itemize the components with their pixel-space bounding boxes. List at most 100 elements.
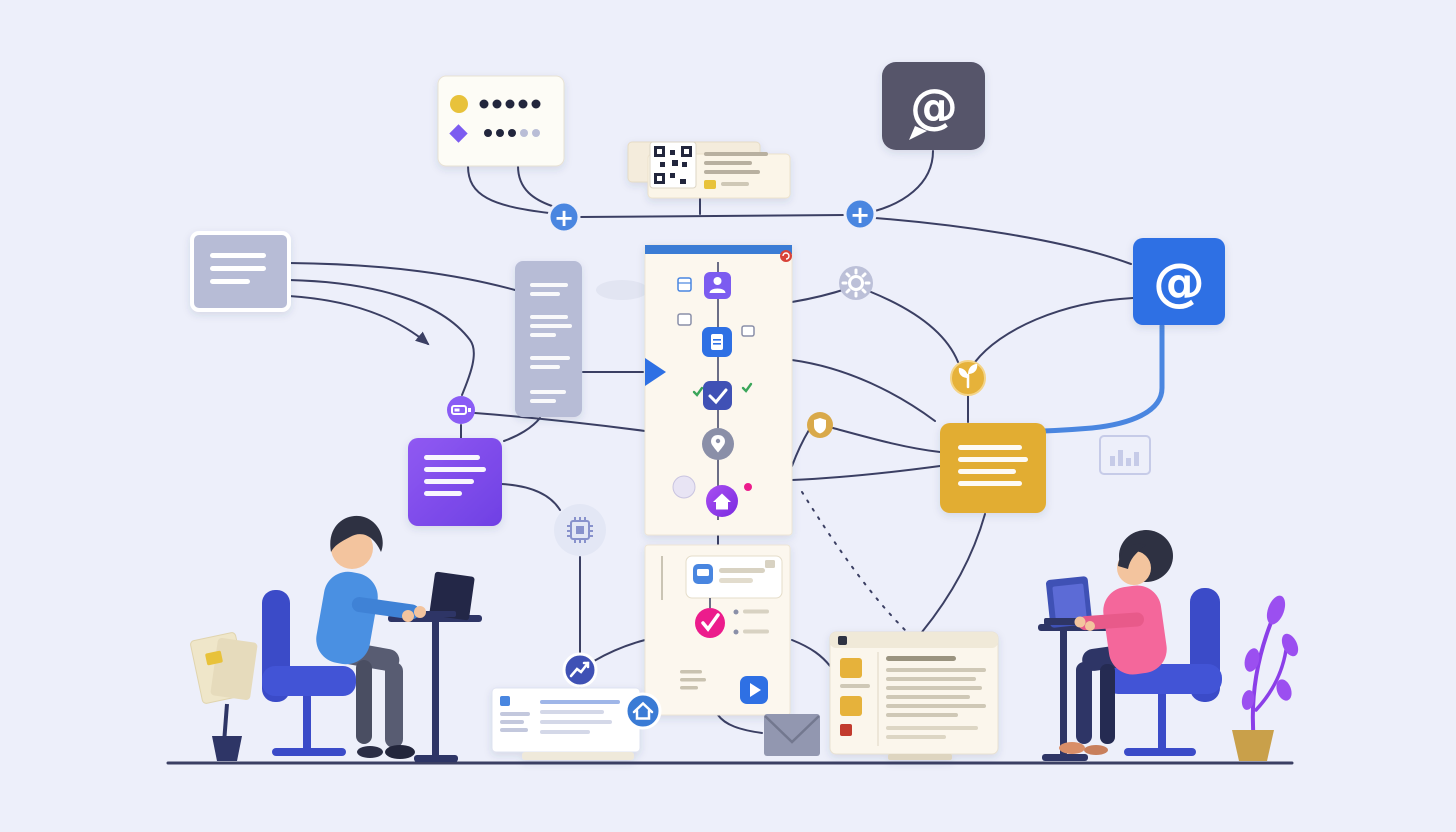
- qr-card-text-lines: [704, 152, 768, 174]
- trend-line-icon: [569, 661, 590, 678]
- dashboard-screen-right: [829, 631, 999, 760]
- plus-icon: +: [850, 201, 870, 229]
- email-at-badge: @: [1133, 238, 1225, 325]
- leg: [385, 662, 403, 748]
- document-icon: [711, 334, 723, 350]
- flow-panel-bottom: [644, 544, 791, 716]
- mini-card-icon: [677, 313, 692, 326]
- play-icon: [750, 683, 761, 697]
- gear-badge: [839, 266, 873, 300]
- leaves: [1241, 595, 1299, 710]
- shoe: [385, 745, 415, 759]
- sprout-icon: [958, 364, 978, 389]
- shield-icon: [814, 418, 826, 434]
- office-chair: [262, 590, 356, 756]
- torso: [316, 571, 378, 665]
- titlebar: [830, 632, 998, 648]
- browser-logo: [500, 696, 510, 706]
- pink-dot: [744, 483, 752, 491]
- location-pin-icon: [711, 435, 725, 453]
- play-node: [740, 676, 768, 704]
- text-lines: [680, 670, 706, 690]
- shoe: [1084, 745, 1108, 755]
- user-icon: [709, 277, 726, 293]
- screen-base: [888, 754, 952, 760]
- bar-chart-icon: [1110, 450, 1139, 466]
- pot: [212, 736, 242, 761]
- password-dots-row-2: [484, 129, 540, 137]
- shoe: [357, 746, 383, 758]
- laptop-right: [1044, 576, 1102, 628]
- shield-badge: [807, 412, 833, 438]
- mini-circle-icon: [672, 475, 696, 499]
- qr-code-icon: [649, 141, 697, 189]
- battery-icon: [451, 405, 471, 415]
- at-chat-bubble-icon: @: [909, 79, 958, 140]
- browser-screen-left: [491, 687, 641, 760]
- user-node: [704, 272, 731, 299]
- hand: [1074, 616, 1086, 628]
- sidebar: [840, 658, 870, 736]
- hand: [402, 610, 414, 622]
- approved-node: [695, 608, 725, 638]
- text-lines: [424, 455, 486, 496]
- refresh-icon: [780, 250, 792, 262]
- pot: [1232, 730, 1274, 761]
- hair: [330, 515, 383, 552]
- qr-card: [627, 141, 791, 199]
- check-icon: [708, 388, 728, 405]
- gold-note-card: [940, 423, 1046, 513]
- envelope: [764, 714, 820, 756]
- check-icon: [701, 613, 720, 632]
- leg: [356, 660, 372, 744]
- chip-badge: [554, 504, 606, 556]
- ellipse-node: [596, 280, 648, 300]
- hair-fringe: [1118, 543, 1146, 569]
- mini-calendar-icon: [677, 277, 692, 292]
- text-lines: [958, 445, 1028, 486]
- svg-text:@: @: [910, 79, 958, 135]
- avatar-circle: [450, 95, 468, 113]
- leg: [1076, 662, 1092, 744]
- sidebar-lines: [500, 712, 530, 732]
- plant-right: [1232, 595, 1299, 761]
- mail-envelope-icon: [764, 714, 820, 756]
- qr-card-caption-line: [721, 182, 749, 186]
- home-icon: [713, 493, 731, 510]
- chat-at-badge: @: [882, 62, 985, 150]
- content-lines: [886, 656, 986, 739]
- sprout-badge: [950, 360, 986, 396]
- hand: [1085, 621, 1095, 631]
- home-badge: [624, 692, 662, 730]
- green-check-icon: [692, 386, 704, 397]
- menu-rows: [733, 609, 769, 635]
- screen-base: [522, 752, 634, 760]
- text-lines: [210, 253, 266, 284]
- left-note-card: [190, 231, 291, 312]
- document-node: [702, 327, 732, 357]
- flow-panel-top: [644, 244, 793, 536]
- text-lines: [530, 283, 572, 403]
- qr-card-chip: [704, 180, 716, 189]
- chip-icon: [567, 517, 593, 543]
- mini-note-icon: [741, 325, 755, 337]
- window-menu-icon: [838, 636, 847, 645]
- trend-badge: [562, 652, 598, 688]
- content-lines: [540, 700, 620, 734]
- at-sign-icon: @: [1153, 253, 1205, 313]
- hand: [414, 606, 426, 618]
- sticky-note: [205, 650, 223, 666]
- password-dots-row-1: [479, 99, 541, 109]
- poster-stand-left: [190, 632, 258, 761]
- purple-note-card: [408, 438, 502, 526]
- leg: [1100, 664, 1115, 744]
- shoe: [1059, 742, 1085, 754]
- person-right: [1059, 530, 1222, 756]
- battery-badge: [447, 396, 475, 424]
- chat-card: [685, 555, 783, 599]
- green-check-icon: [741, 382, 753, 393]
- tall-note-panel: [515, 261, 582, 417]
- home-node: [706, 485, 738, 517]
